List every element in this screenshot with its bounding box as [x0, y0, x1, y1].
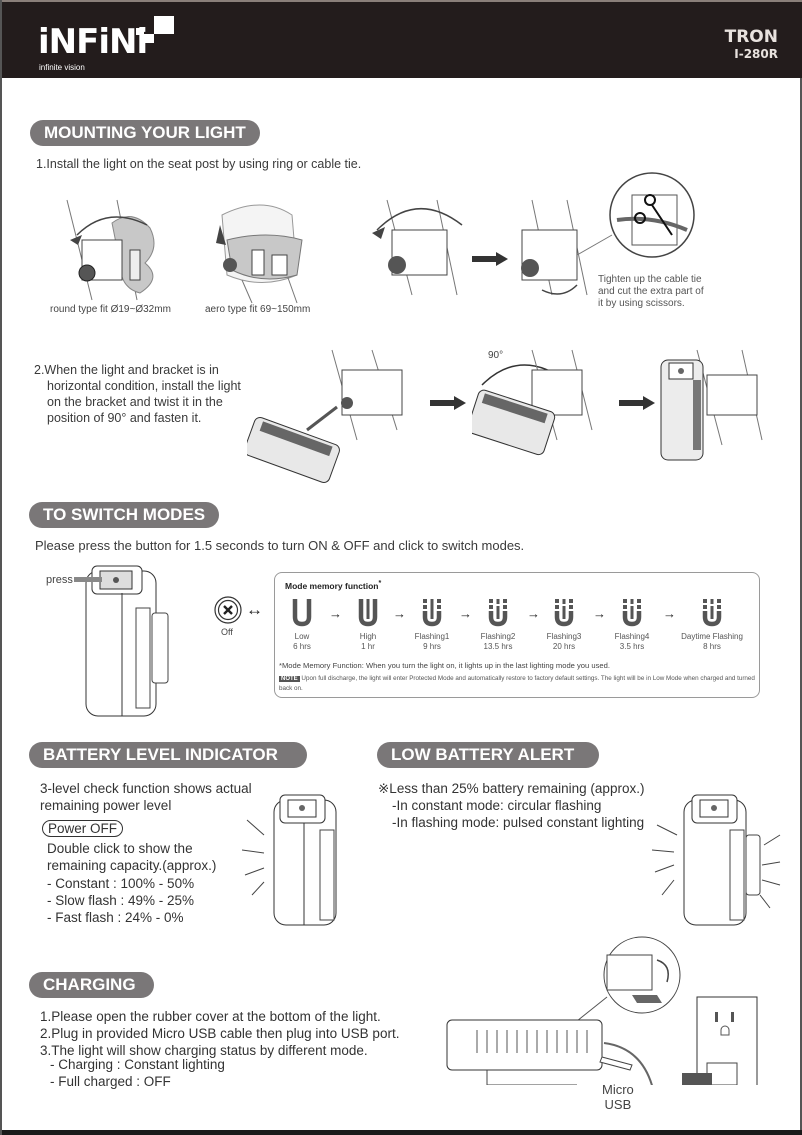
product-name: TRON [724, 27, 778, 47]
mode-high: High 1 hr [333, 597, 403, 652]
mode-arrow-icon: → [393, 606, 406, 621]
section-title-charging: CHARGING [29, 972, 154, 998]
mode-flashing2: Flashing2 13.5 hrs [463, 597, 533, 652]
mode-arrow-icon: → [459, 606, 472, 621]
aero-fit-label: aero type fit 69~150mm [205, 304, 311, 315]
arrow-right-icon [619, 396, 655, 410]
low-battery-light-illustration [652, 794, 781, 926]
charging-illustration [446, 936, 758, 1085]
flashing-mode-icon [488, 599, 508, 627]
battery-levels-list: - Constant : 100% - 50% - Slow flash : 4… [47, 876, 195, 925]
attach-light-illustration [247, 349, 403, 483]
angle-label: 90° [488, 350, 504, 361]
section-title-low-battery: LOW BATTERY ALERT [377, 742, 599, 768]
round-fit-label: round type fit Ø19~Ø32mm [50, 304, 171, 315]
footer-bar [2, 1130, 802, 1135]
flashing-mode-icon [622, 599, 642, 627]
press-button-illustration [85, 565, 169, 717]
logo-square-icon [154, 16, 174, 34]
mode-flashing1: Flashing1 9 hrs [397, 597, 467, 652]
flashing-mode-icon [422, 599, 442, 627]
mode-arrow-icon: → [527, 606, 540, 621]
cable-tie-illustration [372, 199, 463, 296]
brand-tagline: infinite vision [39, 63, 85, 72]
mode-memory-note: *Mode Memory Function: When you turn the… [279, 661, 610, 670]
mounted-light-illustration [660, 349, 763, 461]
mounting-step2: 2.When the light and bracket is in horiz… [34, 363, 241, 425]
aero-mount-illustration [216, 204, 303, 304]
mode-daytime-flashing: Daytime Flashing 8 hrs [675, 597, 749, 652]
high-mode-icon [358, 599, 378, 627]
mode-arrow-icon: → [663, 606, 676, 621]
low-mode-icon [292, 599, 312, 627]
arrow-right-icon [430, 396, 466, 410]
switch-instruction: Please press the button for 1.5 seconds … [35, 538, 525, 553]
scissors-cut-illustration [521, 172, 695, 296]
model-block: TRON I-280R [725, 28, 778, 62]
rotate-light-illustration [472, 349, 593, 456]
double-click-instruction: Double click to show the remaining capac… [47, 841, 217, 873]
round-mount-illustration [66, 199, 155, 301]
battery-flash-light-illustration [242, 794, 337, 926]
double-arrow-icon: ↔ [246, 600, 263, 619]
protected-mode-note: NOTE Upon full discharge, the light will… [279, 675, 755, 692]
battery-desc: 3-level check function shows actual rema… [40, 781, 252, 813]
low-battery-lines: ※Less than 25% battery remaining (approx… [378, 781, 645, 830]
section-title-battery-indicator: BATTERY LEVEL INDICATOR [29, 742, 307, 768]
flashing-mode-icon [554, 599, 574, 627]
mode-arrow-icon: → [329, 606, 342, 621]
arrow-right-icon [472, 252, 508, 266]
off-label: Off [221, 627, 233, 637]
flashing-mode-icon [702, 599, 722, 627]
logo-square-icon [136, 28, 144, 35]
mode-memory-box: Mode memory function* Low 6 hrs → High 1… [274, 572, 760, 698]
mode-low: Low 6 hrs [267, 597, 337, 652]
note-badge: NOTE [279, 676, 300, 682]
power-off-badge: Power OFF [42, 820, 124, 837]
mode-memory-title: Mode memory function* [285, 579, 382, 591]
brand-logo: iNFiNi [38, 22, 148, 62]
model-number: I-280R [734, 47, 778, 61]
mounting-step1: 1.Install the light on the seat post by … [36, 157, 362, 171]
charging-steps: 1.Please open the rubber cover at the bo… [40, 1009, 400, 1058]
mode-flashing3: Flashing3 20 hrs [529, 597, 599, 652]
press-label: press [46, 574, 73, 586]
off-icon [214, 596, 242, 624]
section-title-mounting: MOUNTING YOUR LIGHT [30, 120, 260, 146]
press-pointer [74, 577, 102, 582]
charging-status-list: - Charging : Constant lighting - Full ch… [50, 1057, 225, 1089]
mode-flashing4: Flashing4 3.5 hrs [597, 597, 667, 652]
logo-square-icon [144, 34, 154, 43]
mode-arrow-icon: → [593, 606, 606, 621]
micro-usb-label: Micro USB [602, 1082, 634, 1112]
section-title-switch-modes: TO SWITCH MODES [29, 502, 220, 528]
cable-tie-note: Tighten up the cable tie and cut the ext… [598, 274, 704, 309]
header-bar: iNFiNi infinite vision TRON I-280R [2, 0, 802, 78]
